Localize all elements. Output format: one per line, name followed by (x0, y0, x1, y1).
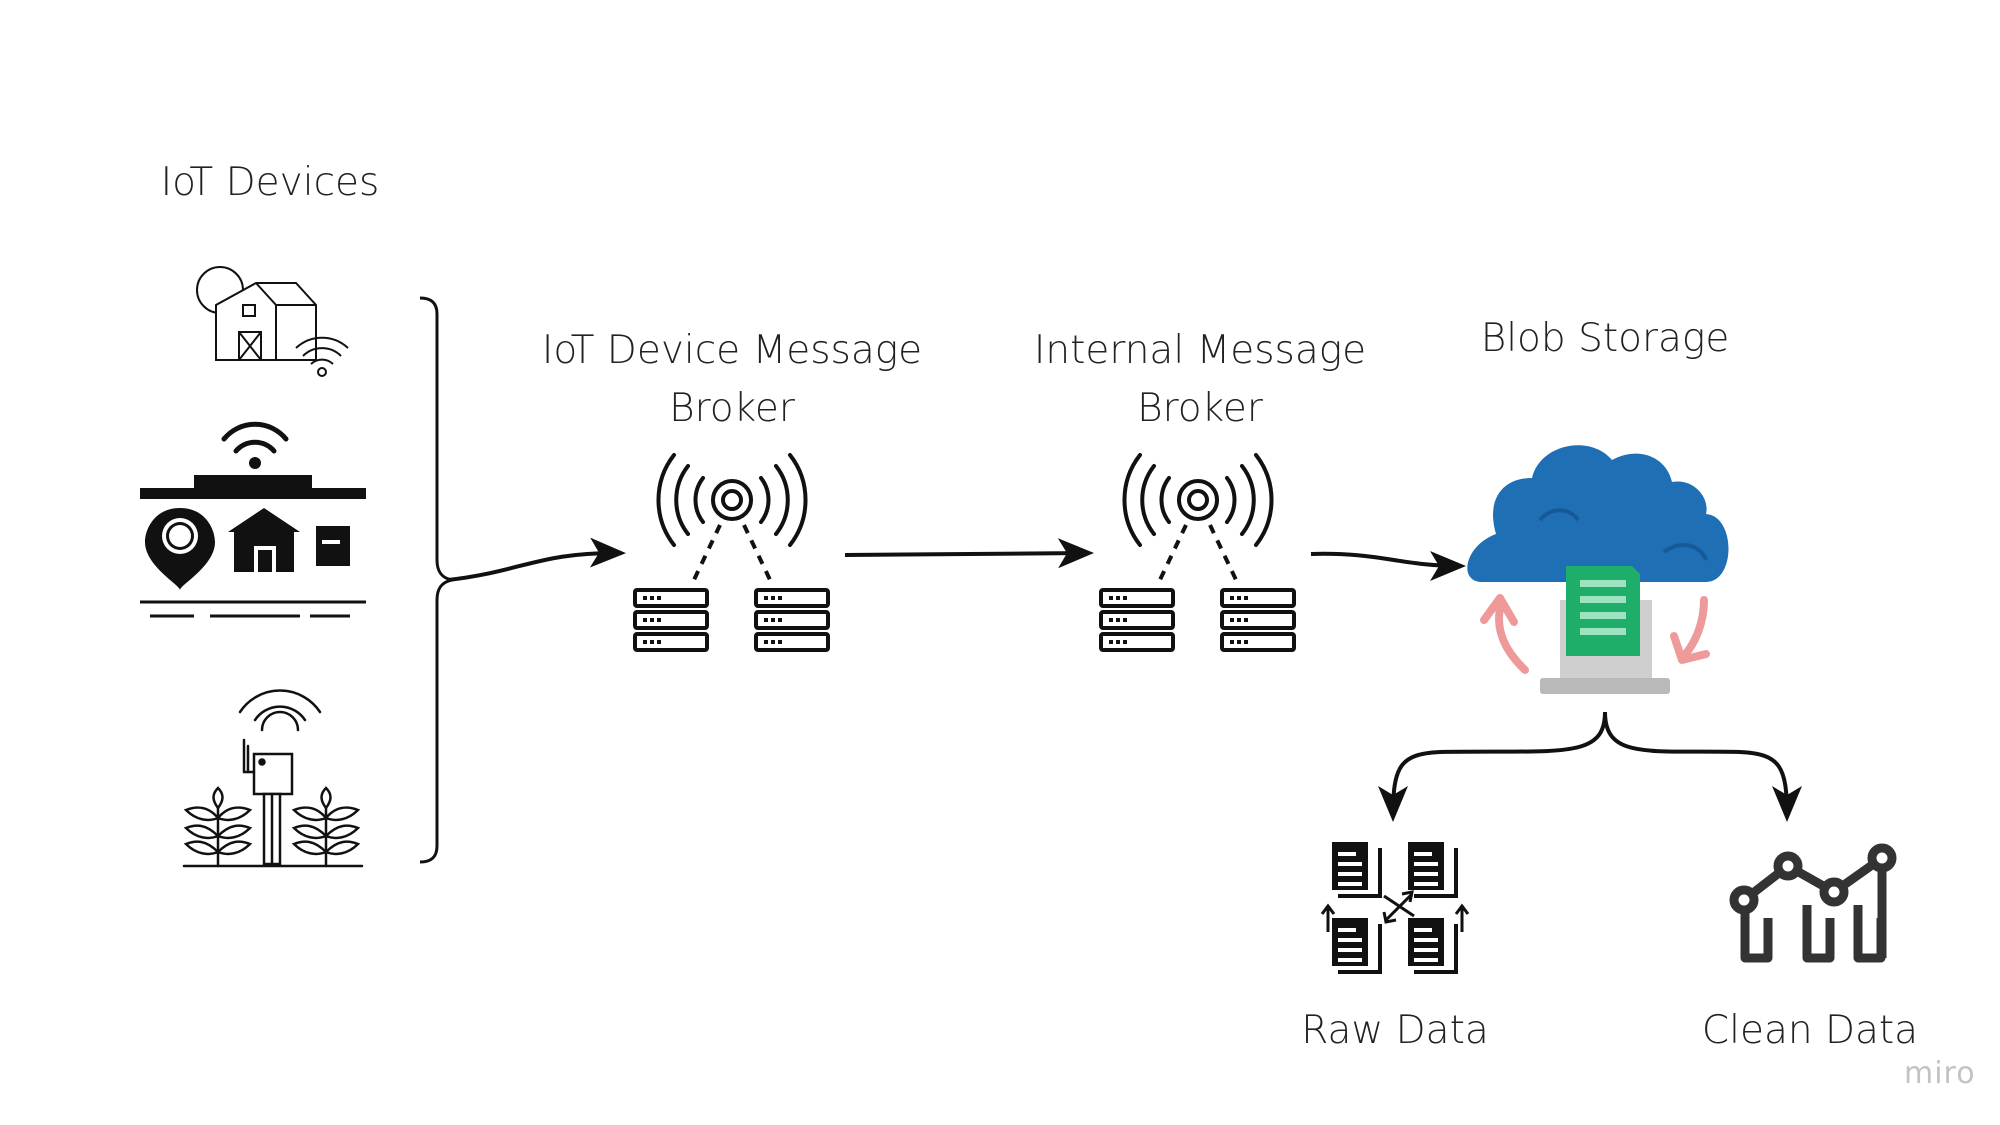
blob-storage-to-clean-data-arrow (1603, 711, 1802, 822)
devices-to-iot-broker-arrow (447, 537, 626, 582)
internal-broker-label-line2: Broker (1137, 386, 1263, 431)
internal-broker-label-line1: Internal Message (1033, 328, 1367, 373)
iot-devices-label: IoT Devices (160, 160, 380, 205)
iot-message-broker-icon (633, 453, 830, 652)
blob-storage-label: Blob Storage (1480, 316, 1730, 361)
clean-data-chart-icon (1729, 843, 1897, 963)
blob-storage-cloud-icon (1467, 445, 1729, 694)
iot-broker-label-line2: Broker (669, 386, 795, 431)
raw-data-documents-icon (1320, 842, 1470, 974)
raw-data-label: Raw Data (1301, 1008, 1489, 1053)
internal-broker-to-blob-storage-arrow (1310, 550, 1466, 581)
internal-message-broker-icon (1099, 453, 1296, 652)
farm-barn-wifi-icon (196, 266, 349, 377)
iot-broker-to-internal-broker-arrow (844, 538, 1094, 569)
blob-storage-to-raw-data-arrow (1378, 711, 1607, 822)
smart-warehouse-location-icon (140, 421, 366, 618)
soil-sensor-plants-icon (182, 689, 364, 868)
device-group-brace (419, 296, 453, 864)
iot-broker-label-line1: IoT Device Message (541, 328, 923, 373)
miro-watermark: miro (1904, 1056, 1976, 1091)
clean-data-label: Clean Data (1701, 1008, 1919, 1053)
